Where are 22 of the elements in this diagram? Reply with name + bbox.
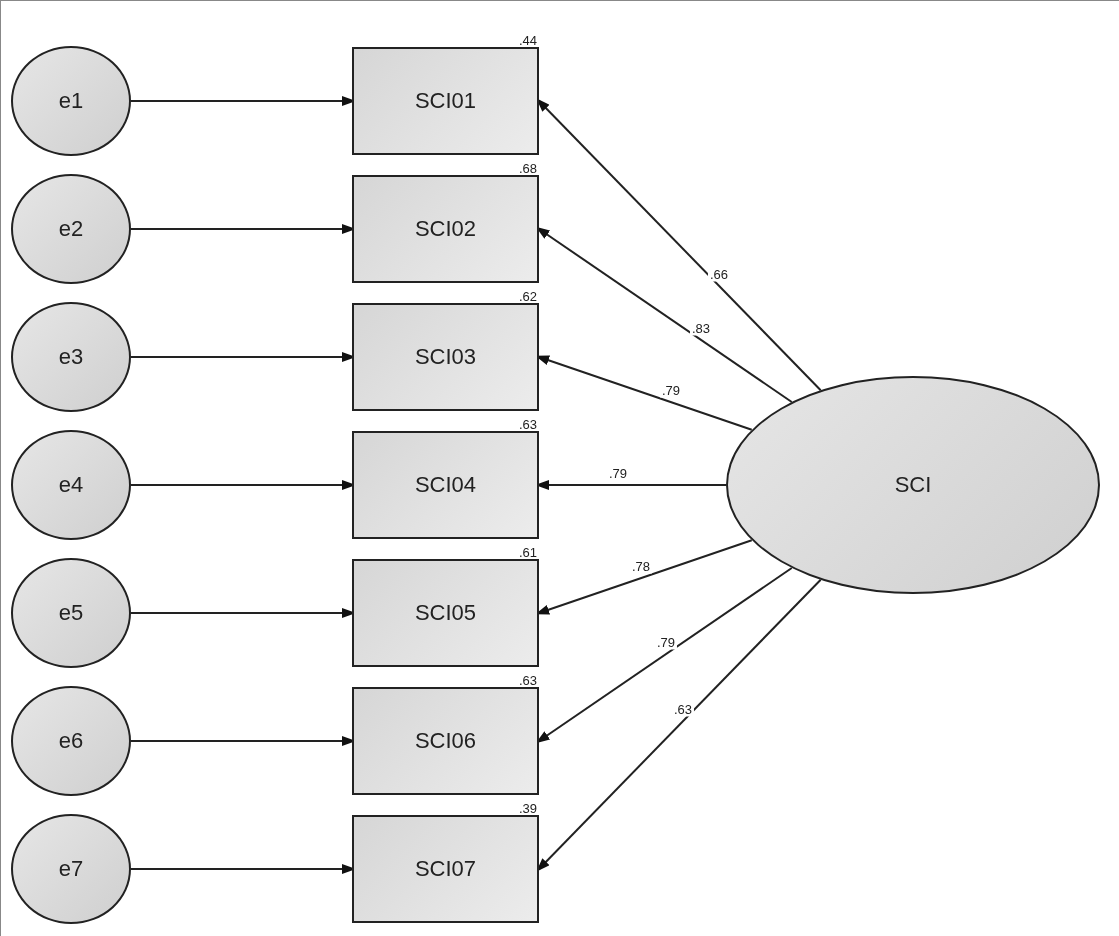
node-label: e1 [58, 88, 84, 114]
node-label: SCI07 [414, 856, 477, 882]
node-label: e7 [58, 856, 84, 882]
r-squared-value: .61 [518, 545, 537, 561]
r-squared-value: .68 [518, 161, 537, 177]
node-label: e6 [58, 728, 84, 754]
node-label: e3 [58, 344, 84, 370]
r-squared-value: .62 [518, 289, 537, 305]
node-label: e4 [58, 472, 84, 498]
r-squared-value: .39 [518, 801, 537, 817]
r-squared-value: .63 [518, 417, 537, 433]
node-label: SCI03 [414, 344, 477, 370]
r-squared-value: .63 [518, 673, 537, 689]
node-label: e2 [58, 216, 84, 242]
node-label: SCI05 [414, 600, 477, 626]
node-label: SCI04 [414, 472, 477, 498]
node-label: e5 [58, 600, 84, 626]
node-label: SCI06 [414, 728, 477, 754]
node-label: SCI [894, 472, 932, 498]
node-label: SCI01 [414, 88, 477, 114]
node-label: SCI02 [414, 216, 477, 242]
r-squared-value: .44 [518, 33, 537, 49]
